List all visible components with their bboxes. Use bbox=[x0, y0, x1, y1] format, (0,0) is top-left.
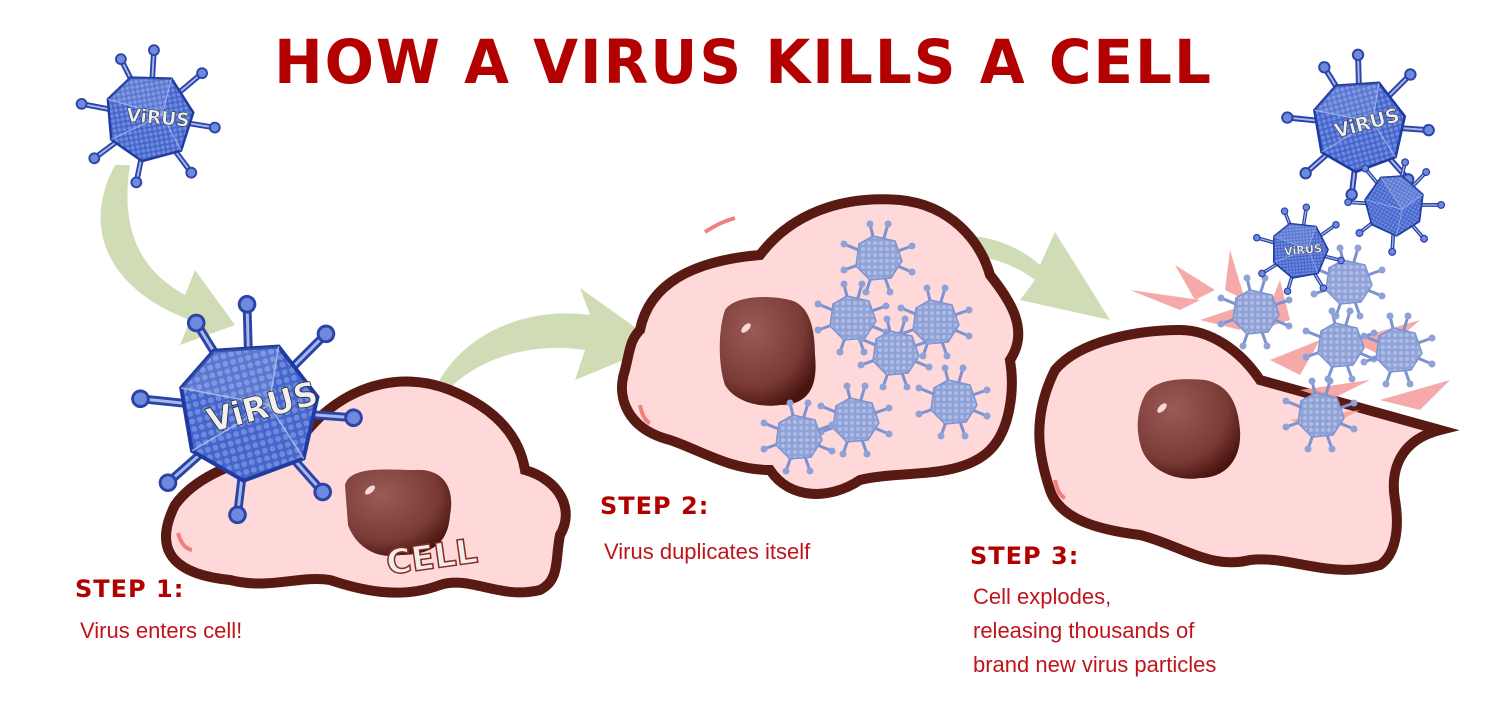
virus-entering: ViRUS bbox=[114, 276, 379, 541]
arrow-step1 bbox=[100, 165, 235, 345]
virus-released-small: ViRUS bbox=[1249, 199, 1349, 299]
step1-line: Virus enters cell! bbox=[80, 618, 243, 643]
diagram-title: HOW A VIRUS KILLS A CELL bbox=[274, 26, 1213, 98]
step2-description: Virus duplicates itself bbox=[604, 535, 810, 569]
step2-line: Virus duplicates itself bbox=[604, 539, 811, 564]
step1-label: STEP 1: bbox=[75, 575, 185, 603]
step3-line-3: brand new virus particles bbox=[973, 652, 1217, 677]
cell-step3-exploding bbox=[1034, 243, 1460, 575]
step1-description: Virus enters cell! bbox=[80, 614, 242, 648]
step3-label: STEP 3: bbox=[970, 542, 1080, 570]
step2-label: STEP 2: bbox=[600, 492, 710, 520]
step3-line-1: Cell explodes, bbox=[973, 584, 1112, 609]
virus-released-large: ViRUS bbox=[1270, 36, 1446, 212]
arrow-step2 bbox=[425, 288, 660, 420]
cell-step2 bbox=[617, 194, 1024, 499]
virus-incoming: ViRUS bbox=[69, 36, 228, 195]
step3-description: Cell explodes, releasing thousands of br… bbox=[973, 580, 1216, 682]
cell-step1: CELL bbox=[161, 376, 571, 598]
svg-text:ViRUS: ViRUS bbox=[1284, 242, 1323, 258]
step3-line-2: releasing thousands of bbox=[973, 618, 1195, 643]
